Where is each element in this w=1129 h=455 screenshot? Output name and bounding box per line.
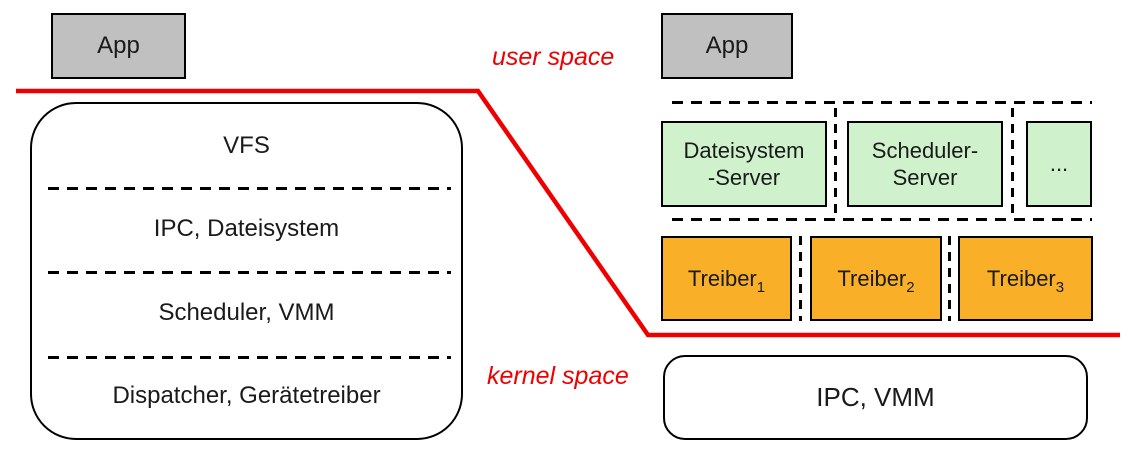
server-box-ellipsis: ...: [1026, 121, 1092, 207]
server-separator-dashed-2: [1011, 108, 1014, 218]
app-label: App: [705, 32, 749, 59]
server-ellipsis-label: ...: [1049, 151, 1069, 177]
driver-label-base: Treiber: [986, 265, 1056, 291]
app-label: App: [97, 32, 140, 59]
app-box-microkernel: App: [661, 13, 793, 79]
driver-separator-dashed-2: [948, 236, 951, 321]
microkernel-box-label: IPC, VMM: [816, 382, 935, 412]
driver-label: Treiber2: [837, 265, 914, 296]
driver-label: Treiber1: [687, 265, 765, 296]
microkernel-box: IPC, VMM: [663, 355, 1088, 440]
userspace-separator-dashed-top: [672, 101, 1092, 104]
driver-box-treiber2: Treiber2: [810, 236, 942, 321]
driver-label-subscript: 3: [1055, 278, 1065, 296]
kernel-row-scheduler-vmm-label: Scheduler, VMM: [158, 298, 335, 326]
server-separator-dashed-1: [834, 108, 837, 218]
driver-label-base: Treiber: [687, 265, 757, 291]
server-label-line1: Scheduler-: [871, 137, 979, 163]
row-separator-dashed-2: [48, 271, 451, 274]
driver-label: Treiber3: [986, 265, 1064, 296]
driver-box-treiber1: Treiber1: [661, 236, 792, 321]
driver-label-subscript: 2: [906, 278, 915, 296]
kernel-row-vfs: VFS: [32, 104, 461, 188]
monolithic-kernel-box: VFS IPC, Dateisystem Scheduler, VMM Disp…: [30, 102, 463, 440]
kernel-row-dispatcher-geraetetreiber: Dispatcher, Gerätetreiber: [32, 355, 461, 439]
userspace-separator-dashed-bottom: [672, 218, 1092, 221]
kernel-space-label: kernel space: [487, 362, 629, 390]
driver-separator-dashed-1: [799, 236, 802, 321]
server-box-dateisystem: Dateisystem -Server: [661, 121, 827, 207]
driver-label-subscript: 1: [756, 278, 766, 296]
row-separator-dashed-1: [48, 187, 451, 190]
server-label-line1: Dateisystem: [683, 137, 805, 163]
row-separator-dashed-3: [48, 356, 451, 359]
user-space-label: user space: [492, 43, 615, 71]
driver-label-base: Treiber: [837, 265, 907, 291]
kernel-row-dispatcher-geraetetreiber-label: Dispatcher, Gerätetreiber: [112, 382, 381, 410]
app-box-monolithic: App: [51, 13, 186, 79]
server-label-line2: -Server: [707, 165, 781, 190]
server-box-scheduler-label: Scheduler- Server: [872, 137, 978, 192]
kernel-row-ipc-dateisystem: IPC, Dateisystem: [32, 188, 461, 272]
server-box-scheduler: Scheduler- Server: [847, 121, 1003, 207]
driver-box-treiber3: Treiber3: [958, 236, 1093, 321]
server-box-dateisystem-label: Dateisystem -Server: [683, 137, 804, 192]
server-label-line2: Server: [892, 165, 958, 190]
kernel-row-ipc-dateisystem-label: IPC, Dateisystem: [153, 215, 340, 243]
kernel-row-scheduler-vmm: Scheduler, VMM: [32, 271, 461, 355]
kernel-row-vfs-label: VFS: [223, 131, 270, 159]
